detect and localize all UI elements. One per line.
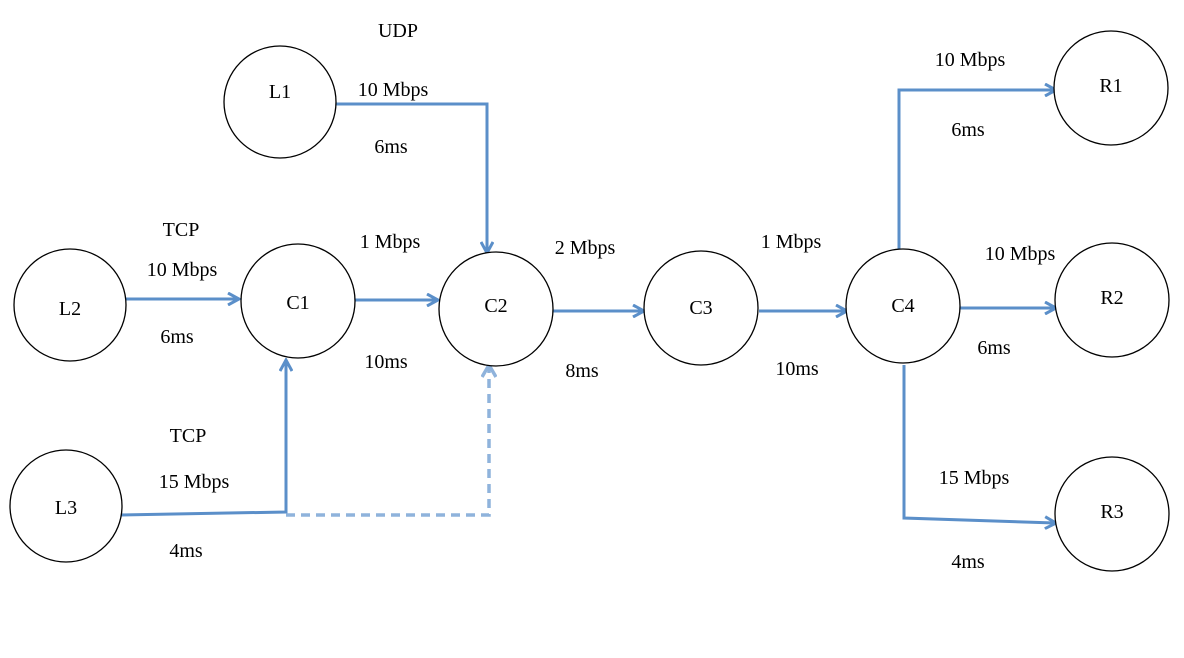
link-l1-c2	[336, 102, 487, 252]
node-l1: L1	[223, 45, 337, 159]
link-c4-r1	[897, 90, 1055, 249]
link-c4-r3-bandwidth: 15 Mbps	[939, 467, 1010, 489]
link-l3-c1-protocol: TCP	[170, 425, 207, 447]
link-c2-c3-delay: 8ms	[565, 360, 599, 382]
node-l2-label: L2	[59, 298, 81, 320]
link-c3-c4-delay: 10ms	[775, 358, 819, 380]
node-c4: C4	[845, 248, 961, 364]
link-l1-c2-bandwidth: 10 Mbps	[358, 79, 429, 101]
link-l1-c2-protocol: UDP	[378, 20, 418, 42]
node-r3: R3	[1054, 456, 1170, 572]
node-r3-label: R3	[1100, 501, 1123, 523]
node-c2: C2	[438, 251, 554, 367]
link-c4-r3	[902, 365, 1055, 523]
link-l2-c1-delay: 6ms	[160, 326, 194, 348]
link-c4-r3-delay: 4ms	[951, 551, 985, 573]
node-c1-label: C1	[286, 292, 309, 314]
link-c4-r2-bandwidth: 10 Mbps	[985, 243, 1056, 265]
node-l3: L3	[9, 449, 123, 563]
link-l2-c1-bandwidth: 10 Mbps	[147, 259, 218, 281]
node-l3-label: L3	[55, 497, 77, 519]
node-l2: L2	[13, 248, 127, 362]
link-c4-r1-bandwidth: 10 Mbps	[935, 49, 1006, 71]
link-l3-c1	[119, 361, 286, 517]
link-c3-c4-bandwidth: 1 Mbps	[761, 231, 822, 253]
node-c1: C1	[240, 243, 356, 359]
link-l1-c2-delay: 6ms	[374, 136, 408, 158]
link-l3-c1-bandwidth: 15 Mbps	[159, 471, 230, 493]
link-l3-c2-dashed	[286, 366, 489, 517]
link-c4-r1-delay: 6ms	[951, 119, 985, 141]
node-r1: R1	[1053, 30, 1169, 146]
node-l1-label: L1	[269, 81, 291, 103]
link-c1-c2-bandwidth: 1 Mbps	[360, 231, 421, 253]
node-r2: R2	[1054, 242, 1170, 358]
link-c2-c3-bandwidth: 2 Mbps	[555, 237, 616, 259]
node-c3-label: C3	[689, 297, 712, 319]
link-c1-c2-delay: 10ms	[364, 351, 408, 373]
node-c3: C3	[643, 250, 759, 366]
node-r1-label: R1	[1099, 75, 1122, 97]
node-c4-label: C4	[891, 295, 914, 317]
node-c2-label: C2	[484, 295, 507, 317]
node-r2-label: R2	[1100, 287, 1123, 309]
link-l3-c1-delay: 4ms	[169, 540, 203, 562]
link-l2-c1-protocol: TCP	[163, 219, 200, 241]
link-c4-r2-delay: 6ms	[977, 337, 1011, 359]
